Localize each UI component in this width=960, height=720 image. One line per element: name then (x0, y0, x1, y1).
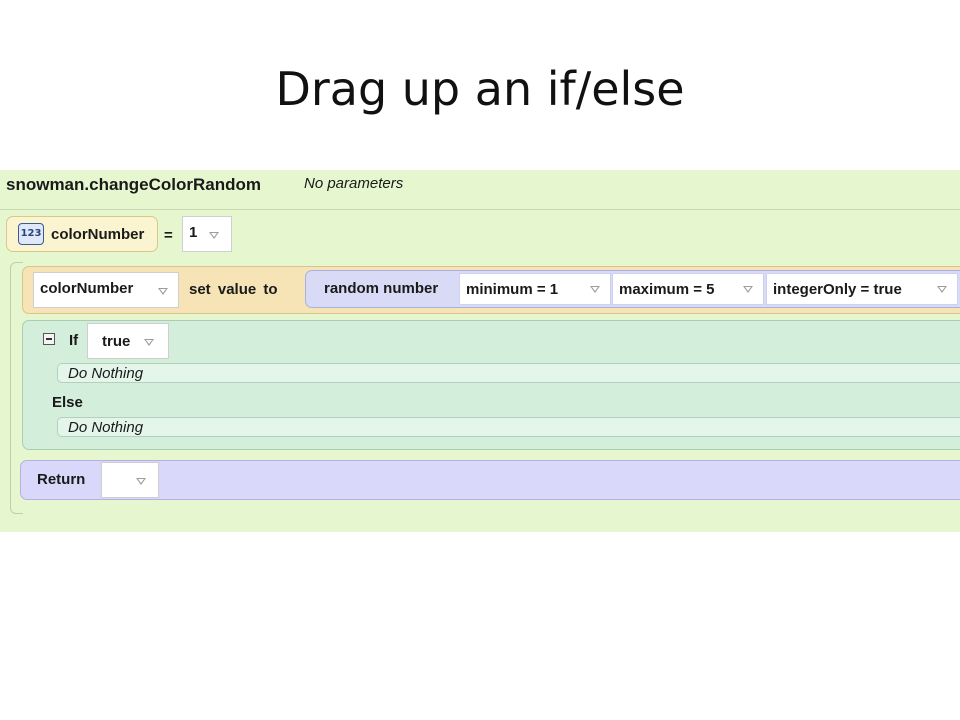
number-type-icon: 123 (18, 223, 44, 245)
function-label: random number (324, 280, 439, 297)
method-body-bracket (10, 262, 23, 514)
maximum-arg: maximum = 5 (619, 281, 715, 298)
return-statement[interactable]: Return (20, 460, 960, 500)
else-drop-zone[interactable]: Do Nothing (57, 417, 960, 437)
assign-target-dropdown[interactable]: colorNumber (33, 272, 179, 308)
set-value-label: set value to (189, 281, 278, 298)
condition-dropdown[interactable]: true (87, 323, 169, 359)
if-keyword: If (69, 332, 79, 349)
random-number-function[interactable]: random number minimum = 1 maximum = 5 in… (305, 270, 960, 308)
if-else-block[interactable]: If true Do Nothing Else Do Nothing (22, 320, 960, 450)
minimum-arg: minimum = 1 (466, 281, 559, 298)
initial-value-dropdown[interactable]: 1 (182, 216, 232, 252)
variable-declaration[interactable]: 123 colorNumber (6, 216, 158, 252)
slide-title: Drag up an if/else (275, 62, 685, 116)
then-body-label: Do Nothing (68, 365, 144, 382)
minimum-arg-dropdown[interactable]: minimum = 1 (459, 273, 611, 305)
initial-value: 1 (189, 224, 198, 241)
return-keyword: Return (37, 471, 86, 488)
dropdown-arrow-icon (136, 478, 146, 485)
dropdown-arrow-icon (209, 232, 219, 239)
integer-only-arg: integerOnly = true (773, 281, 902, 298)
dropdown-arrow-icon (590, 286, 600, 293)
dropdown-arrow-icon (144, 339, 154, 346)
method-header: snowman.changeColorRandom No parameters (0, 170, 960, 210)
method-name: snowman.changeColorRandom (6, 175, 262, 194)
else-body-label: Do Nothing (68, 419, 144, 436)
equals-sign: = (164, 227, 173, 244)
params-label: No parameters (304, 175, 404, 192)
return-value-dropdown[interactable] (101, 462, 159, 498)
condition-value: true (102, 333, 131, 350)
integer-only-arg-dropdown[interactable]: integerOnly = true (766, 273, 958, 305)
assignment-statement[interactable]: colorNumber set value to random number m… (22, 266, 960, 314)
dropdown-arrow-icon (743, 286, 753, 293)
dropdown-arrow-icon (158, 288, 168, 295)
code-editor: snowman.changeColorRandom No parameters … (0, 170, 960, 532)
assign-target: colorNumber (40, 280, 134, 297)
else-keyword: Else (52, 394, 83, 411)
maximum-arg-dropdown[interactable]: maximum = 5 (612, 273, 764, 305)
then-drop-zone[interactable]: Do Nothing (57, 363, 960, 383)
dropdown-arrow-icon (937, 286, 947, 293)
variable-name: colorNumber (51, 226, 145, 243)
collapse-minus-icon[interactable] (43, 333, 55, 345)
